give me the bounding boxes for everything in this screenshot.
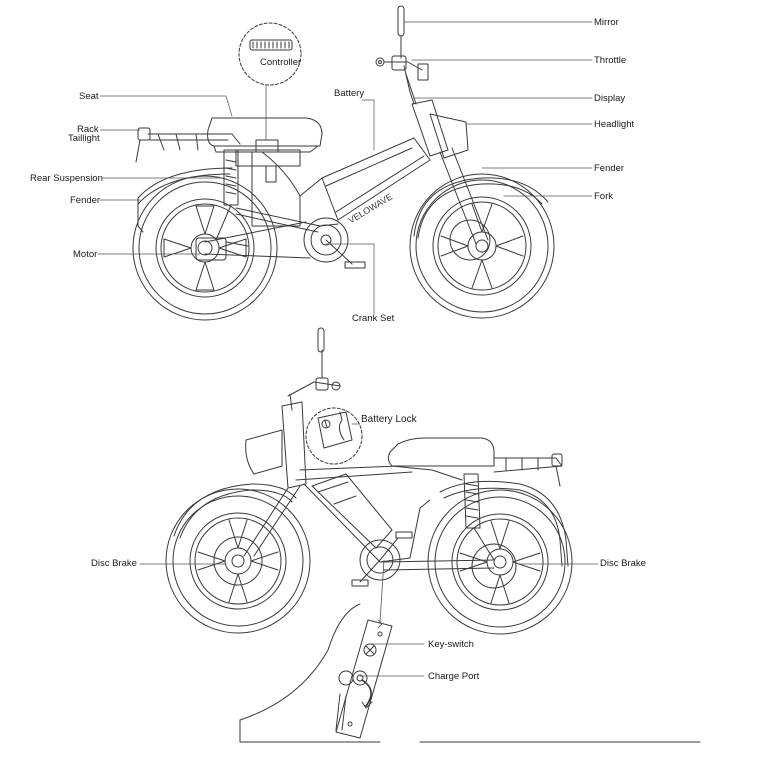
callout-disc-brake-rear: Disc Brake <box>600 558 646 569</box>
callout-key-switch: Key-switch <box>428 639 474 650</box>
callout-controller: Controller <box>260 57 302 68</box>
rear-rack <box>135 127 241 163</box>
battery-lock-inset <box>305 407 363 465</box>
handlebar-bottom <box>287 327 341 411</box>
callout-headlight: Headlight <box>594 119 635 130</box>
rear-rack-bottom <box>493 453 563 487</box>
callout-crank-set: Crank Set <box>352 313 395 324</box>
rear-shock-bottom <box>463 473 495 561</box>
rear-fender-bottom <box>439 480 569 567</box>
mirror <box>397 5 405 59</box>
controller-inset <box>238 22 302 141</box>
callout-seat: Seat <box>79 91 99 102</box>
callout-charge-port: Charge Port <box>428 671 480 682</box>
headlight <box>429 113 469 159</box>
callout-fender-front: Fender <box>594 163 625 174</box>
rear-wheel <box>132 175 278 321</box>
controller-body <box>235 149 301 167</box>
callout-rear-suspension: Rear Suspension <box>30 173 103 184</box>
callout-taillight: Taillight <box>68 133 100 144</box>
callout-fender-rear: Fender <box>70 195 101 206</box>
seat <box>207 117 323 147</box>
headlight-bottom <box>245 429 283 475</box>
callout-battery: Battery <box>334 88 365 99</box>
callout-rack: Rack <box>77 124 99 135</box>
callout-disc-brake-front: Disc Brake <box>91 558 137 569</box>
battery-downtube: VELOWAVE <box>321 137 431 226</box>
key-switch-inset <box>239 559 701 743</box>
leader-lines <box>97 21 599 677</box>
fork-bottom <box>243 401 307 557</box>
rear-wheel-bottom <box>427 489 573 635</box>
rear-motor <box>195 237 249 261</box>
callout-battery-lock: Battery Lock <box>361 414 417 425</box>
top-bike: VELOWAVE <box>132 5 555 321</box>
front-fender-bottom <box>173 483 297 537</box>
frame-logo-text: VELOWAVE <box>347 191 395 225</box>
bottom-bike <box>165 327 701 743</box>
rear-fender <box>137 167 233 199</box>
callout-motor: Motor <box>73 249 98 260</box>
callout-fork: Fork <box>594 191 613 202</box>
scooter-body-outline <box>239 603 381 743</box>
battery-bottom <box>311 473 393 549</box>
crank-bottom <box>351 531 413 587</box>
front-wheel <box>409 173 555 319</box>
callout-throttle: Throttle <box>594 55 627 66</box>
seat-bottom <box>387 437 495 467</box>
front-wheel-bottom <box>165 488 311 634</box>
callout-mirror: Mirror <box>594 17 619 28</box>
rear-suspension-shock <box>215 149 239 241</box>
callout-display: Display <box>594 93 626 104</box>
handlebar <box>375 55 429 105</box>
fork-headtube <box>405 73 489 245</box>
front-fender <box>413 177 549 237</box>
